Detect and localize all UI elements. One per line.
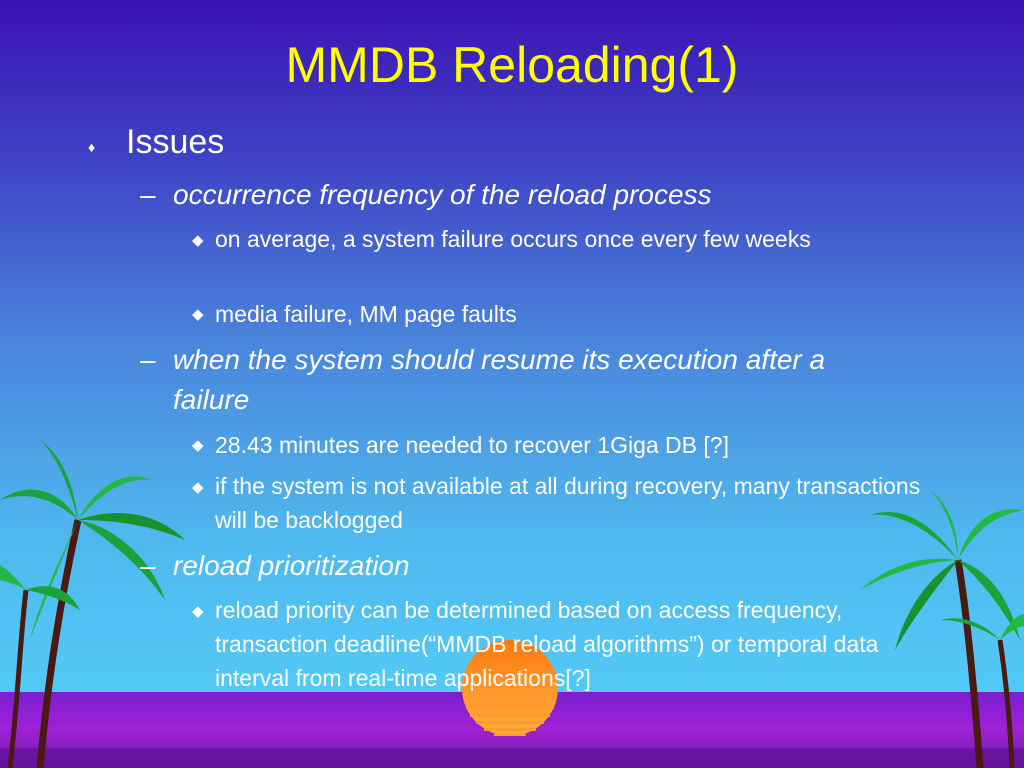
dash-bullet: – (140, 344, 156, 375)
palm-tree-left-icon (0, 440, 185, 768)
slide-title: MMDB Reloading(1) (285, 37, 739, 93)
sub-bullet-occurrence-frequency: occurrence frequency of the reload proce… (173, 179, 712, 210)
sub-bullet-reload-prioritization: reload prioritization (173, 550, 410, 581)
point-reload-priority: reload priority can be determined based … (215, 597, 879, 691)
small-diamond-icon: ♦ (88, 139, 96, 155)
dash-bullet: – (140, 550, 156, 581)
diamond-outline-icon: ◆ (192, 232, 204, 249)
diamond-outline-icon: ◆ (192, 306, 204, 323)
setting-sun-icon (462, 640, 558, 736)
bullet-issues: Issues (126, 123, 225, 161)
diamond-outline-icon: ◆ (192, 437, 204, 454)
point-backlogged-transactions: if the system is not available at all du… (215, 473, 921, 533)
dash-bullet: – (140, 179, 156, 210)
point-recovery-time: 28.43 minutes are needed to recover 1Gig… (215, 432, 729, 458)
point-media-failure: media failure, MM page faults (215, 301, 517, 327)
sub-bullet-resume-execution: when the system should resume its execut… (173, 344, 826, 415)
point-system-failure-weeks: on average, a system failure occurs once… (215, 226, 811, 252)
diamond-outline-icon: ◆ (192, 603, 204, 620)
diamond-outline-icon: ◆ (192, 479, 204, 496)
palm-tree-right-icon (860, 490, 1024, 768)
